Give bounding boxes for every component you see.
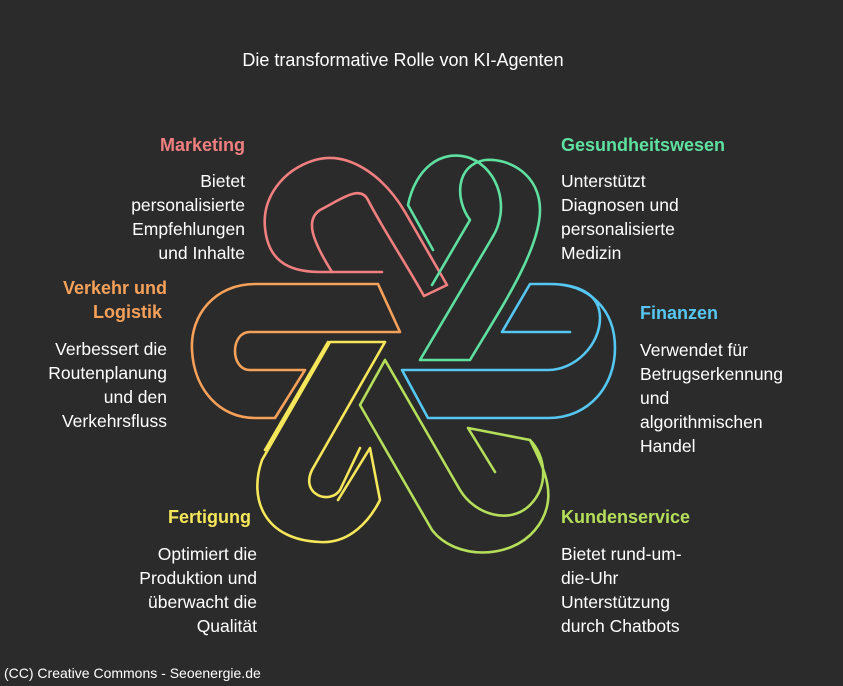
page-title: Die transformative Rolle von KI-Agenten (242, 50, 564, 70)
text-verkehr-3: und den (103, 387, 167, 407)
knot-loop-gesundheitswesen (406, 154, 542, 362)
knot-loop-verkehr (190, 282, 402, 420)
heading-verkehr-2: Logistik (92, 302, 162, 322)
footer-credit: (CC) Creative Commons - Seoenergie.de (4, 665, 261, 681)
heading-kundenservice: Kundenservice (561, 507, 691, 527)
text-verkehr-1: Verbessert die (55, 339, 167, 359)
knot-loop-marketing (263, 156, 449, 298)
section-fertigung: Fertigung Optimiert die Produktion und ü… (100, 505, 257, 638)
knot-loop-fertigung (256, 340, 387, 544)
heading-fertigung: Fertigung (168, 507, 251, 527)
section-gesundheitswesen: Gesundheitswesen Unterstützt Diagnosen u… (561, 133, 761, 265)
text-finanzen-1: Verwendet für (640, 340, 748, 360)
knot-loop-kundenservice (358, 358, 550, 554)
text-fertigung-3: überwacht die (148, 592, 257, 612)
text-kundenservice-2: die-Uhr (561, 568, 619, 588)
text-finanzen-4: algorithmischen (640, 412, 763, 432)
text-kundenservice-3: Unterstützung (561, 592, 670, 612)
section-marketing: Marketing Bietet personalisierte Empfehl… (90, 133, 245, 265)
text-kundenservice-4: durch Chatbots (561, 616, 680, 636)
heading-verkehr-1: Verkehr und (62, 278, 167, 298)
text-fertigung-1: Optimiert die (157, 544, 257, 564)
text-gesundheitswesen-4: Medizin (561, 243, 622, 263)
knot-loop-finanzen (400, 282, 617, 420)
heading-marketing: Marketing (159, 135, 245, 155)
text-marketing-2: personalisierte (131, 195, 245, 215)
text-gesundheitswesen-3: personalisierte (561, 219, 675, 239)
text-verkehr-2: Routenplanung (48, 363, 167, 383)
text-verkehr-4: Verkehrsfluss (61, 411, 167, 431)
text-fertigung-2: Produktion und (139, 568, 257, 588)
heading-finanzen: Finanzen (640, 303, 719, 323)
text-gesundheitswesen-2: Diagnosen und (561, 195, 679, 215)
heading-gesundheitswesen: Gesundheitswesen (561, 135, 726, 155)
text-finanzen-3: und (640, 388, 670, 408)
text-finanzen-5: Handel (640, 436, 696, 456)
text-marketing-3: Empfehlungen (132, 219, 245, 239)
text-kundenservice-1: Bietet rund-um- (561, 544, 682, 564)
section-verkehr: Verkehr und Logistik Verbessert die Rout… (20, 276, 167, 433)
text-fertigung-4: Qualität (196, 616, 257, 636)
text-marketing-1: Bietet (200, 171, 245, 191)
text-gesundheitswesen-1: Unterstützt (561, 171, 646, 191)
section-finanzen: Finanzen Verwendet für Betrugserkennung … (640, 301, 840, 458)
text-marketing-4: und Inhalte (158, 243, 245, 263)
section-kundenservice: Kundenservice Bietet rund-um- die-Uhr Un… (561, 505, 761, 638)
text-finanzen-2: Betrugserkennung (640, 364, 784, 384)
